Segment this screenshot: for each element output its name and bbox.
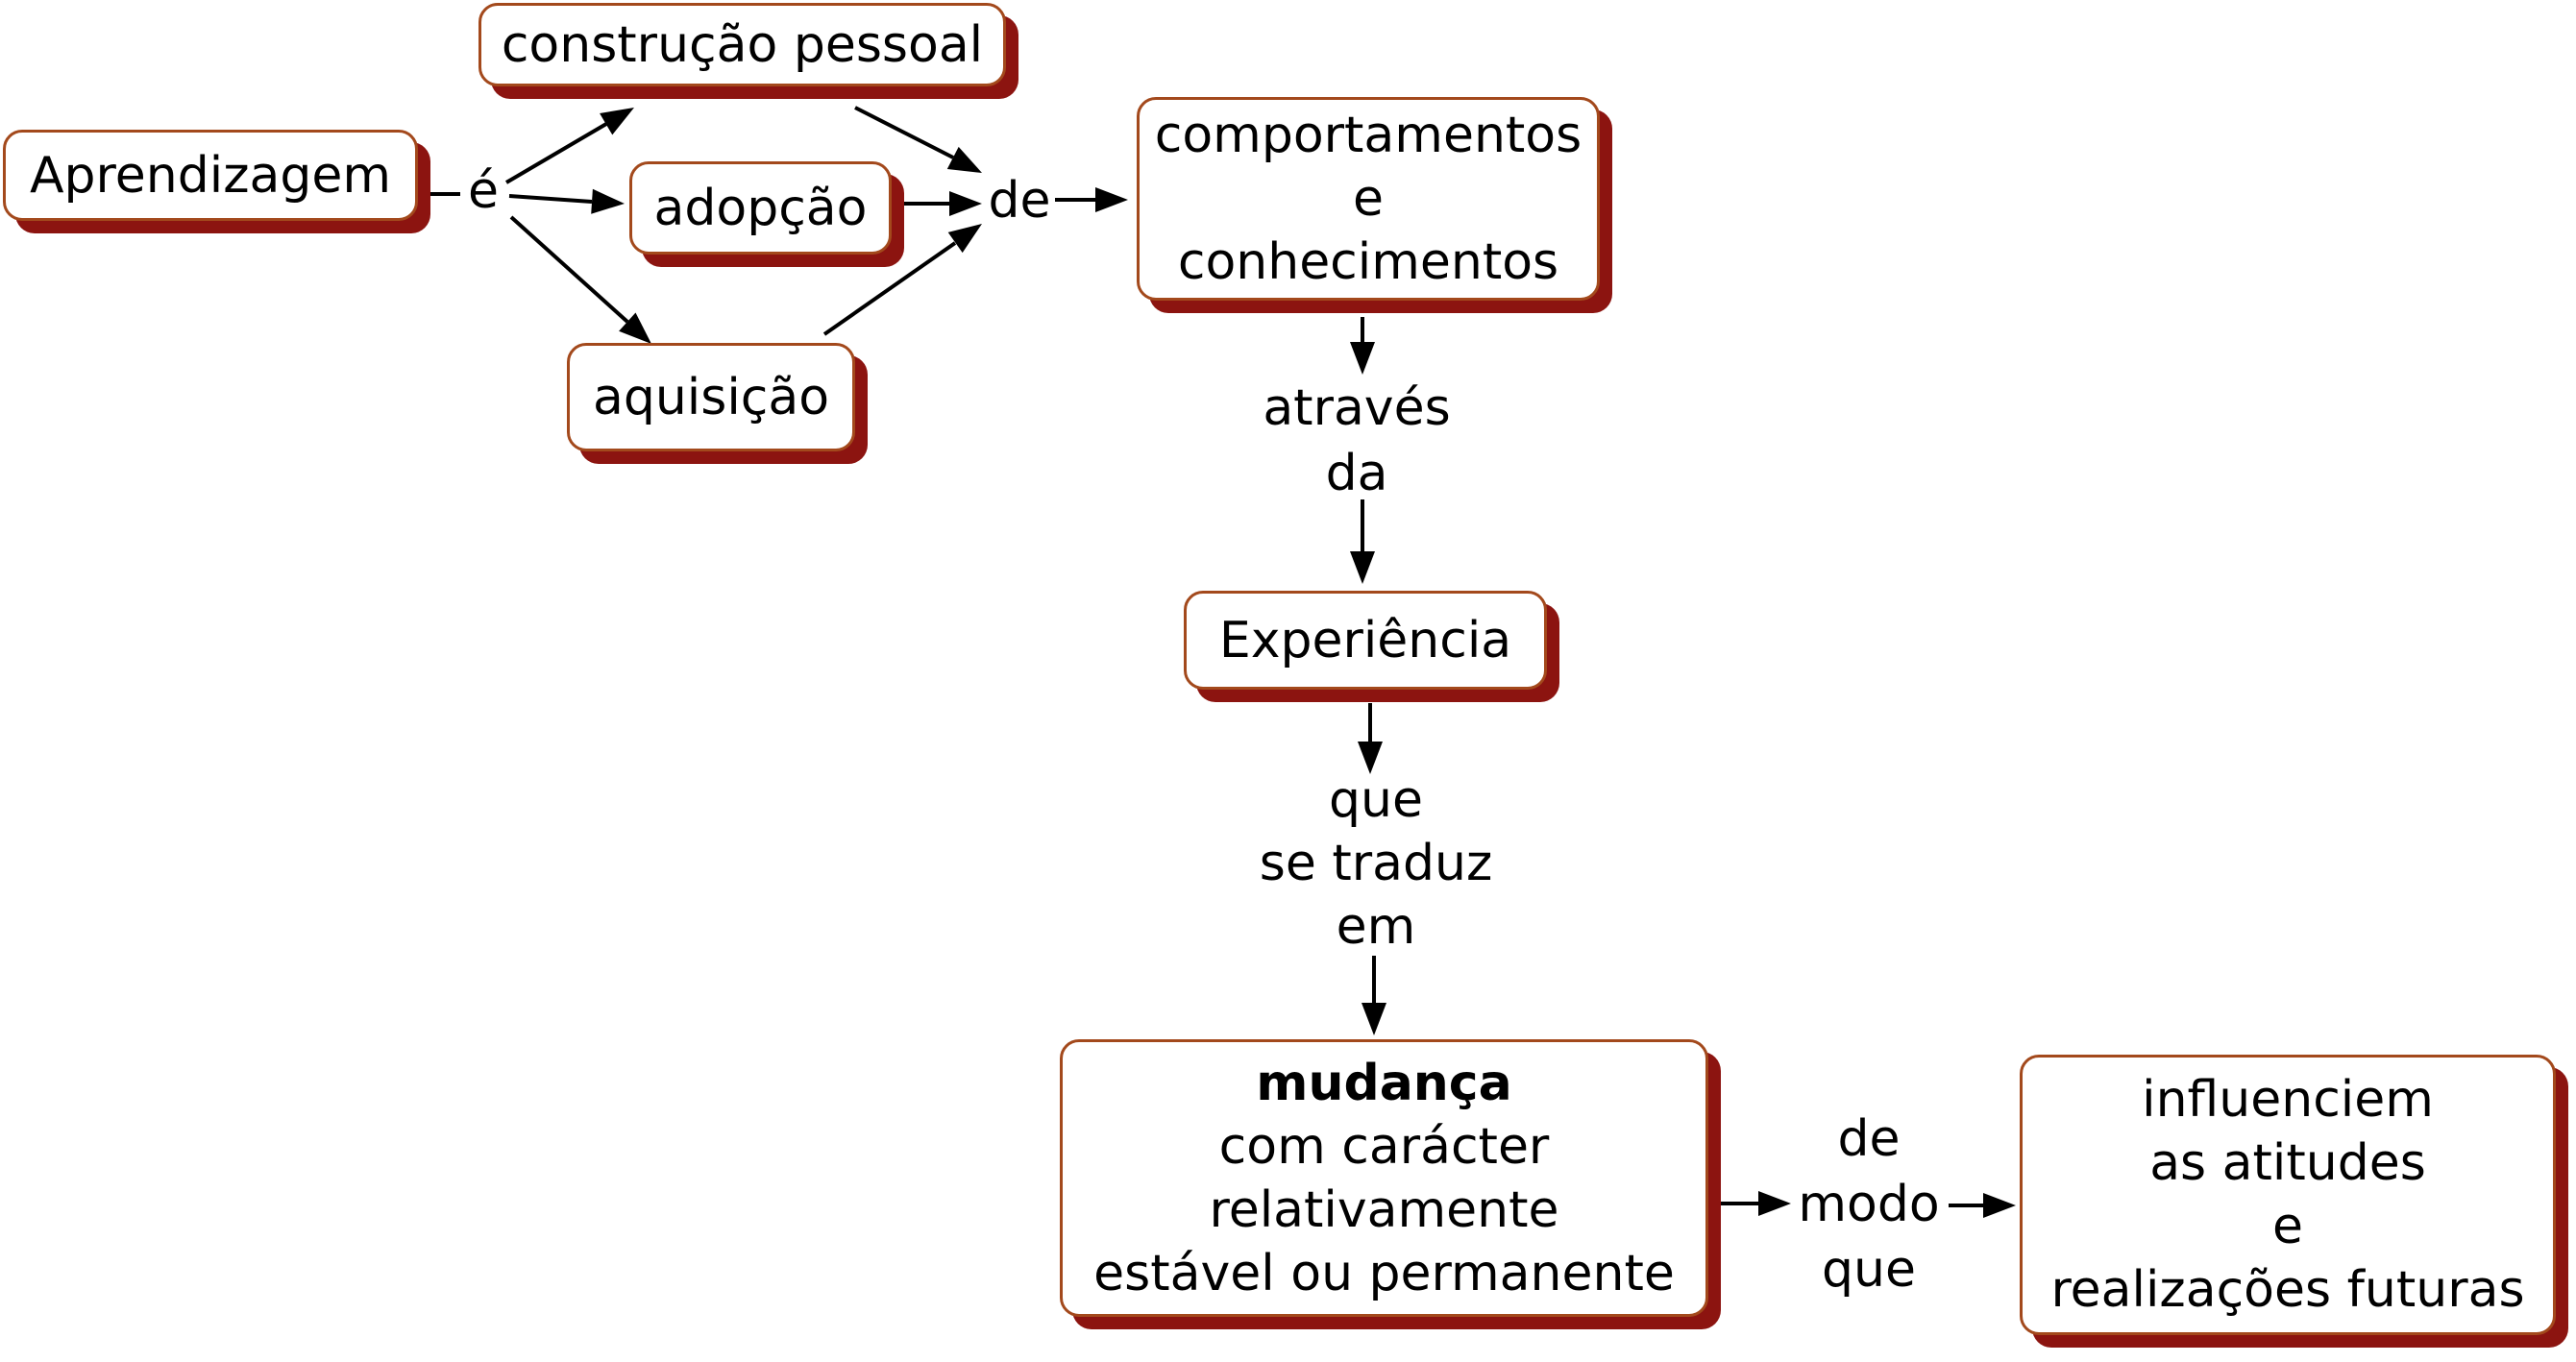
link-arrow-mudanca-to-modo — [1718, 1191, 1791, 1216]
link-arrow-e-to-aquisicao — [509, 215, 651, 344]
node-influenciem-line-4: realizações futuras — [2050, 1261, 2525, 1319]
link-label-que-se-traduz-em-line-1: que — [1329, 771, 1423, 829]
link-arrow-e-to-adopcao — [508, 188, 625, 214]
node-aprendizagem-text: Aprendizagem — [29, 146, 392, 205]
link-label-de-modo-que-line-2: modo — [1798, 1176, 1940, 1233]
node-comportamentos-line-1: comportamentos — [1154, 107, 1582, 164]
node-aquisicao-text: aquisição — [592, 368, 830, 426]
link-label-de-text: de — [988, 172, 1051, 230]
link-label-de-modo-que-line-3: que — [1822, 1241, 1916, 1299]
node-aquisicao[interactable]: aquisição — [567, 343, 855, 451]
node-mudanca-line-2: com carácter — [1218, 1117, 1550, 1176]
link-arrow-aquisicao-to-de — [822, 224, 982, 336]
node-mudanca[interactable]: mudança com carácter relativamente estáv… — [1060, 1039, 1708, 1317]
node-construcao-pessoal[interactable]: construção pessoal — [478, 3, 1006, 86]
link-arrow-construcao-to-de — [854, 106, 982, 173]
link-label-que-se-traduz-em[interactable]: que se traduz em — [1232, 768, 1520, 959]
node-adopcao-text: adopção — [653, 179, 868, 237]
node-experiencia-text: Experiência — [1218, 611, 1512, 669]
link-label-de-modo-que[interactable]: de modo que — [1725, 1107, 2013, 1302]
node-influenciem-line-2: as atitudes — [2149, 1134, 2426, 1192]
node-comportamentos-conhecimentos[interactable]: comportamentos e conhecimentos — [1137, 97, 1600, 301]
link-arrow-adopcao-to-de — [903, 191, 982, 216]
link-arrow-modo-to-influenciem — [1949, 1193, 2016, 1218]
link-label-atraves-da-line-1: através — [1263, 379, 1451, 437]
node-mudanca-line-4: estável ou permanente — [1093, 1244, 1675, 1302]
node-aprendizagem[interactable]: Aprendizagem — [3, 130, 418, 221]
node-influenciem-line-3: e — [2272, 1198, 2303, 1255]
node-influenciem[interactable]: influenciem as atitudes e realizações fu… — [2020, 1055, 2556, 1335]
node-comportamentos-line-2: e — [1353, 170, 1384, 228]
link-arrow-experiencia-to-que — [1358, 703, 1383, 774]
link-label-que-se-traduz-em-line-3: em — [1336, 898, 1416, 956]
node-experiencia[interactable]: Experiência — [1184, 591, 1547, 690]
link-label-atraves-da-line-2: da — [1325, 445, 1388, 502]
link-label-de-modo-que-line-1: de — [1837, 1110, 1901, 1168]
link-label-atraves-da[interactable]: através da — [1213, 376, 1501, 506]
link-arrow-atraves-to-experiencia — [1350, 499, 1375, 584]
node-influenciem-line-1: influenciem — [2142, 1071, 2434, 1129]
link-arrow-e-to-construcao — [504, 108, 634, 184]
link-arrow-em-to-mudanca — [1362, 956, 1386, 1035]
node-mudanca-line-1: mudança — [1256, 1054, 1512, 1112]
link-label-e[interactable]: é — [445, 158, 522, 224]
node-mudanca-line-3: relativamente — [1209, 1180, 1559, 1239]
link-arrow-de-to-comportamentos — [1055, 187, 1128, 212]
link-label-e-text: é — [468, 162, 499, 220]
link-label-que-se-traduz-em-line-2: se traduz — [1259, 835, 1493, 892]
node-construcao-pessoal-text: construção pessoal — [501, 15, 984, 74]
link-arrow-comportamentos-to-atraves — [1350, 317, 1375, 375]
node-comportamentos-line-3: conhecimentos — [1177, 233, 1559, 291]
link-label-de[interactable]: de — [971, 168, 1067, 233]
node-adopcao[interactable]: adopção — [629, 161, 892, 255]
